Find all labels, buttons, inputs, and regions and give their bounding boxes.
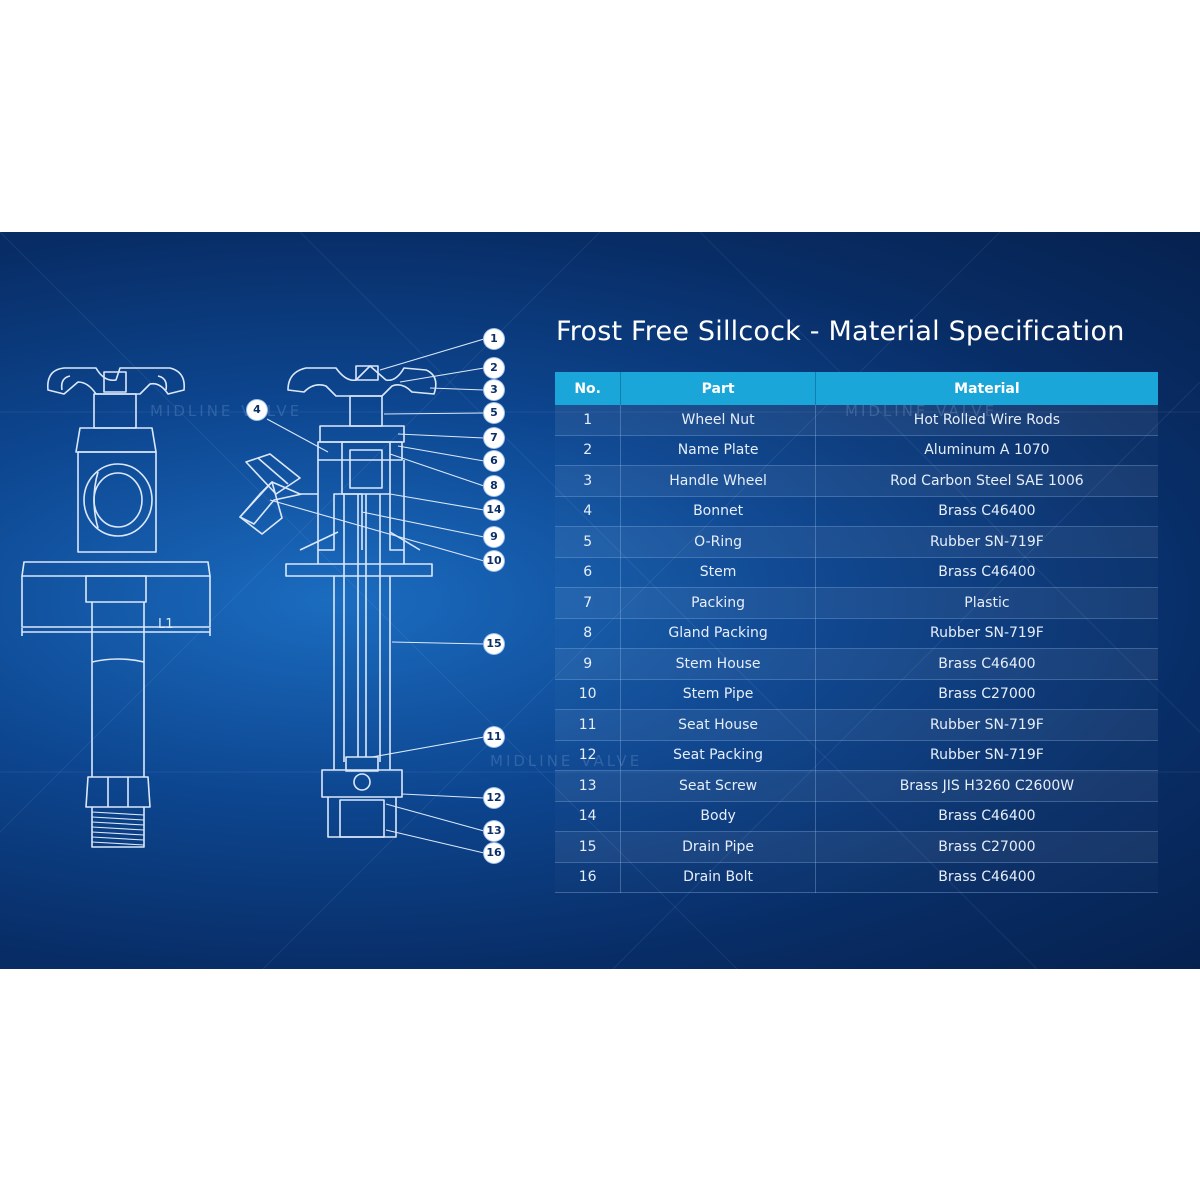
cell-part: Stem House (620, 648, 816, 680)
cell-material: Brass C27000 (815, 679, 1158, 710)
cell-material: Rubber SN-719F (815, 740, 1158, 771)
page-title: Frost Free Sillcock - Material Specifica… (556, 316, 1125, 347)
callout-9: 9 (484, 527, 504, 547)
cell-material: Brass C27000 (815, 831, 1158, 863)
cell-part: Body (620, 801, 816, 832)
cell-material: Rod Carbon Steel SAE 1006 (815, 465, 1158, 497)
cell-material: Rubber SN-719F (815, 618, 1158, 649)
blueprint-panel: MIDLINE VALVE MIDLINE VALVE MIDLINE VALV… (0, 232, 1200, 969)
dimension-label-l1: L1 (158, 617, 174, 632)
cell-no: 9 (555, 648, 622, 680)
callout-6: 6 (484, 451, 504, 471)
cell-part: Seat Packing (620, 740, 816, 771)
callout-5: 5 (484, 403, 504, 423)
cell-material: Brass C46400 (815, 862, 1158, 893)
cell-no: 8 (555, 618, 622, 649)
header-material: Material (815, 372, 1158, 405)
cell-part: O-Ring (620, 526, 816, 558)
cell-material: Brass JIS H3260 C2600W (815, 770, 1158, 802)
callout-13: 13 (484, 821, 504, 841)
side-view-drawing (21, 367, 211, 848)
cell-material: Brass C46400 (815, 648, 1158, 680)
cell-no: 4 (555, 496, 622, 527)
header-part: Part (620, 372, 816, 405)
cell-part: Drain Pipe (620, 831, 816, 863)
cell-part: Name Plate (620, 435, 816, 466)
cell-no: 6 (555, 557, 622, 588)
callout-14: 14 (484, 500, 504, 520)
callout-15: 15 (484, 634, 504, 654)
cell-no: 16 (555, 862, 622, 893)
callout-8: 8 (484, 476, 504, 496)
cell-part: Bonnet (620, 496, 816, 527)
cell-part: Handle Wheel (620, 465, 816, 497)
callout-3: 3 (484, 380, 504, 400)
callout-4: 4 (247, 400, 267, 420)
callout-10: 10 (484, 551, 504, 571)
cell-no: 1 (555, 405, 622, 436)
cell-material: Brass C46400 (815, 557, 1158, 588)
cell-part: Packing (620, 587, 816, 619)
sillcock-diagram: L1 (21, 338, 485, 854)
cell-no: 13 (555, 770, 622, 802)
callout-12: 12 (484, 788, 504, 808)
cell-no: 2 (555, 435, 622, 466)
callout-1: 1 (484, 329, 504, 349)
cell-no: 11 (555, 709, 622, 741)
cell-material: Hot Rolled Wire Rods (815, 405, 1158, 436)
callout-7: 7 (484, 428, 504, 448)
cell-part: Seat House (620, 709, 816, 741)
cell-part: Seat Screw (620, 770, 816, 802)
cell-material: Rubber SN-719F (815, 526, 1158, 558)
cell-material: Rubber SN-719F (815, 709, 1158, 741)
cell-no: 3 (555, 465, 622, 497)
cell-part: Gland Packing (620, 618, 816, 649)
cell-no: 12 (555, 740, 622, 771)
cell-material: Aluminum A 1070 (815, 435, 1158, 466)
cross-section-drawing (239, 365, 437, 838)
cell-material: Brass C46400 (815, 496, 1158, 527)
header-no: No. (555, 372, 622, 405)
cell-no: 14 (555, 801, 622, 832)
cell-no: 5 (555, 526, 622, 558)
callout-2: 2 (484, 358, 504, 378)
callout-16: 16 (484, 843, 504, 863)
cell-part: Wheel Nut (620, 405, 816, 436)
cell-part: Stem Pipe (620, 679, 816, 710)
cell-no: 15 (555, 831, 622, 863)
cell-no: 10 (555, 679, 622, 710)
cell-material: Brass C46400 (815, 801, 1158, 832)
cell-part: Stem (620, 557, 816, 588)
cell-part: Drain Bolt (620, 862, 816, 893)
callout-11: 11 (484, 727, 504, 747)
cell-no: 7 (555, 587, 622, 619)
cell-material: Plastic (815, 587, 1158, 619)
table-header-row: No. Part Material (555, 372, 1158, 405)
